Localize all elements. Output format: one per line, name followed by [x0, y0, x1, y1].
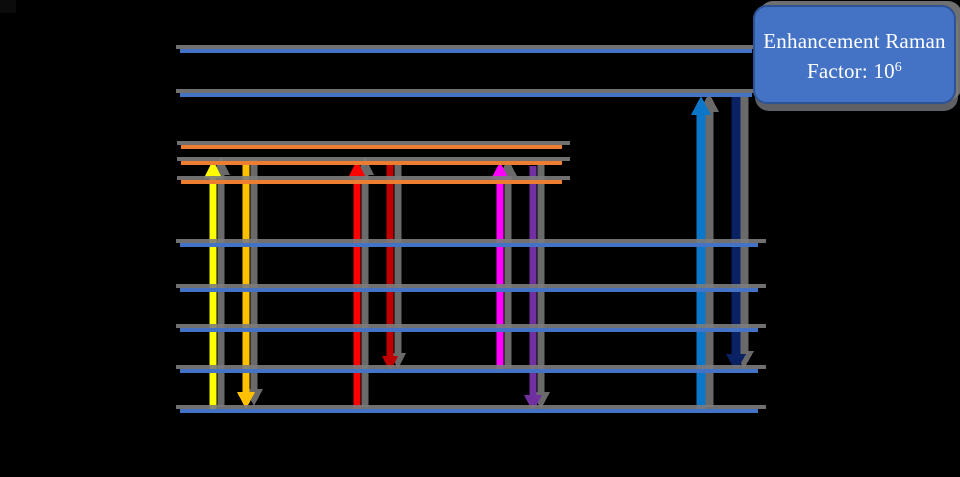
ground-state-level-2-shadow [176, 324, 766, 328]
light-blue-up-arrow [691, 96, 711, 410]
magenta-up-arrow-shadow [499, 159, 517, 368]
excited-state-level-1-shadow [176, 89, 760, 93]
callout-factor-exponent: 6 [894, 60, 902, 75]
virtual-state-level-2-shadow [177, 176, 570, 180]
dark-red-down-arrow [382, 165, 398, 372]
ground-state-level-2 [180, 328, 758, 332]
virtual-state-level-1-shadow [177, 157, 570, 161]
red-up-arrow-shadow [356, 157, 374, 407]
virtual-state-level-0-shadow [177, 141, 570, 145]
enhancement-factor-text: Enhancement Raman Factor: 106 [755, 7, 954, 86]
callout-factor-label: Factor: 10 [807, 59, 895, 83]
corner-artifact [0, 0, 16, 13]
ground-state-level-0-shadow [176, 239, 766, 243]
magenta-up-arrow [491, 162, 509, 371]
ground-state-level-1 [180, 288, 758, 292]
ground-state-level-3-shadow [176, 365, 766, 369]
excited-state-level-0-shadow [176, 45, 760, 49]
amber-down-arrow-shadow [245, 160, 263, 406]
light-blue-up-arrow-shadow [699, 93, 719, 407]
virtual-state-level-0 [181, 145, 562, 149]
virtual-state-level-2 [181, 180, 562, 184]
ground-state-level-0 [180, 243, 758, 247]
ground-state-level-3 [180, 369, 758, 373]
excited-state-level-1 [180, 93, 752, 97]
callout-line1: Enhancement Raman [763, 29, 946, 53]
virtual-state-level-1 [181, 161, 562, 165]
navy-down-arrow [726, 96, 746, 372]
ground-state-level-1-shadow [176, 284, 766, 288]
enhancement-factor-callout: Enhancement Raman Factor: 106 [753, 5, 956, 104]
dark-red-down-arrow-shadow [390, 162, 406, 369]
ground-state-level-4-shadow [176, 405, 766, 409]
yellow-up-arrow-shadow [212, 157, 230, 407]
excited-state-level-0 [180, 49, 752, 53]
ground-state-level-4 [180, 409, 758, 413]
navy-down-arrow-shadow [734, 93, 754, 369]
